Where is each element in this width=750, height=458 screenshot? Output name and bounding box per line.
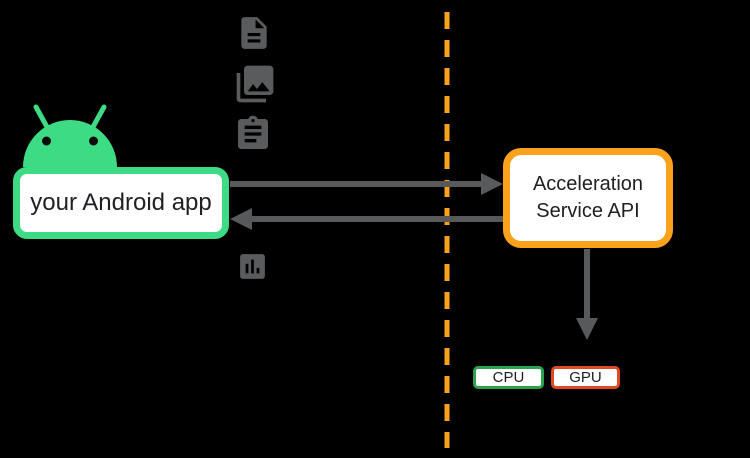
arrow-service-to-hardware	[576, 249, 598, 340]
android-robot-icon	[23, 104, 117, 167]
clipboard-icon	[238, 115, 268, 149]
android-app-label: your Android app	[30, 189, 212, 216]
photo-library-icon	[236, 65, 274, 103]
bar-chart-icon	[240, 254, 265, 279]
cpu-node: CPU	[473, 366, 544, 389]
gpu-label: GPU	[569, 369, 602, 386]
arrow-service-to-app	[230, 208, 503, 230]
cpu-label: CPU	[492, 369, 525, 386]
gpu-node: GPU	[551, 366, 620, 389]
acceleration-service-label-line1: Acceleration	[532, 173, 644, 195]
acceleration-service-node: Acceleration Service API	[503, 148, 673, 248]
acceleration-service-label-line2: Service API	[536, 200, 640, 222]
document-icon	[241, 17, 267, 49]
arrow-app-to-service	[230, 173, 503, 195]
android-app-node: your Android app	[13, 167, 229, 239]
